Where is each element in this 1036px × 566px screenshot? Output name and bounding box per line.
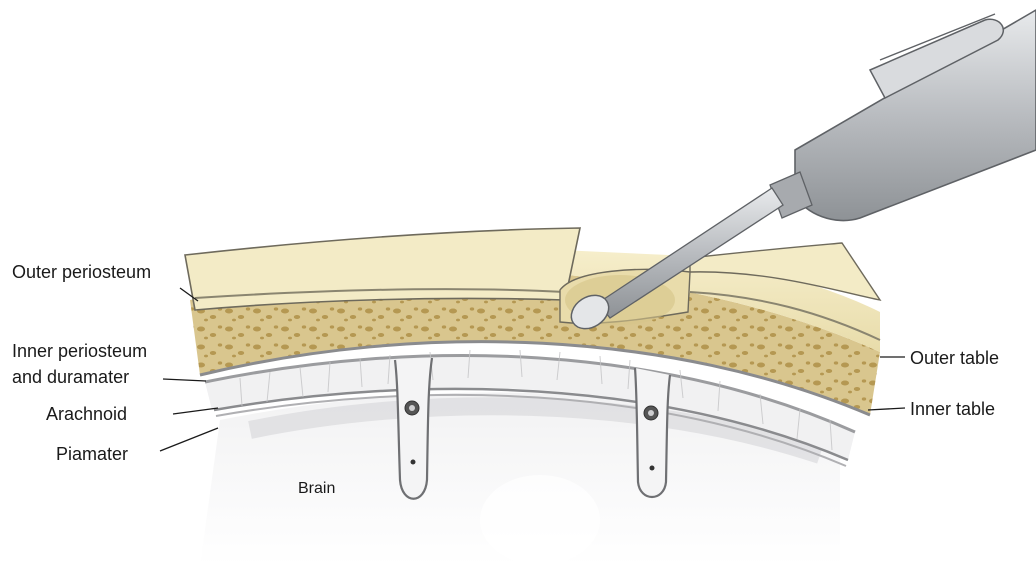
label-outer-table: Outer table — [910, 348, 999, 368]
label-brain: Brain — [298, 480, 335, 497]
label-arachnoid: Arachnoid — [46, 404, 127, 424]
label-inner-periosteum-line2: and duramater — [12, 367, 129, 387]
label-inner-periosteum-line1: Inner periosteum — [12, 341, 147, 361]
label-outer-periosteum: Outer periosteum — [12, 262, 151, 282]
trabecula-left — [395, 358, 432, 499]
label-piamater: Piamater — [56, 444, 128, 464]
label-inner-table: Inner table — [910, 399, 995, 419]
trabecula-right — [635, 368, 670, 497]
